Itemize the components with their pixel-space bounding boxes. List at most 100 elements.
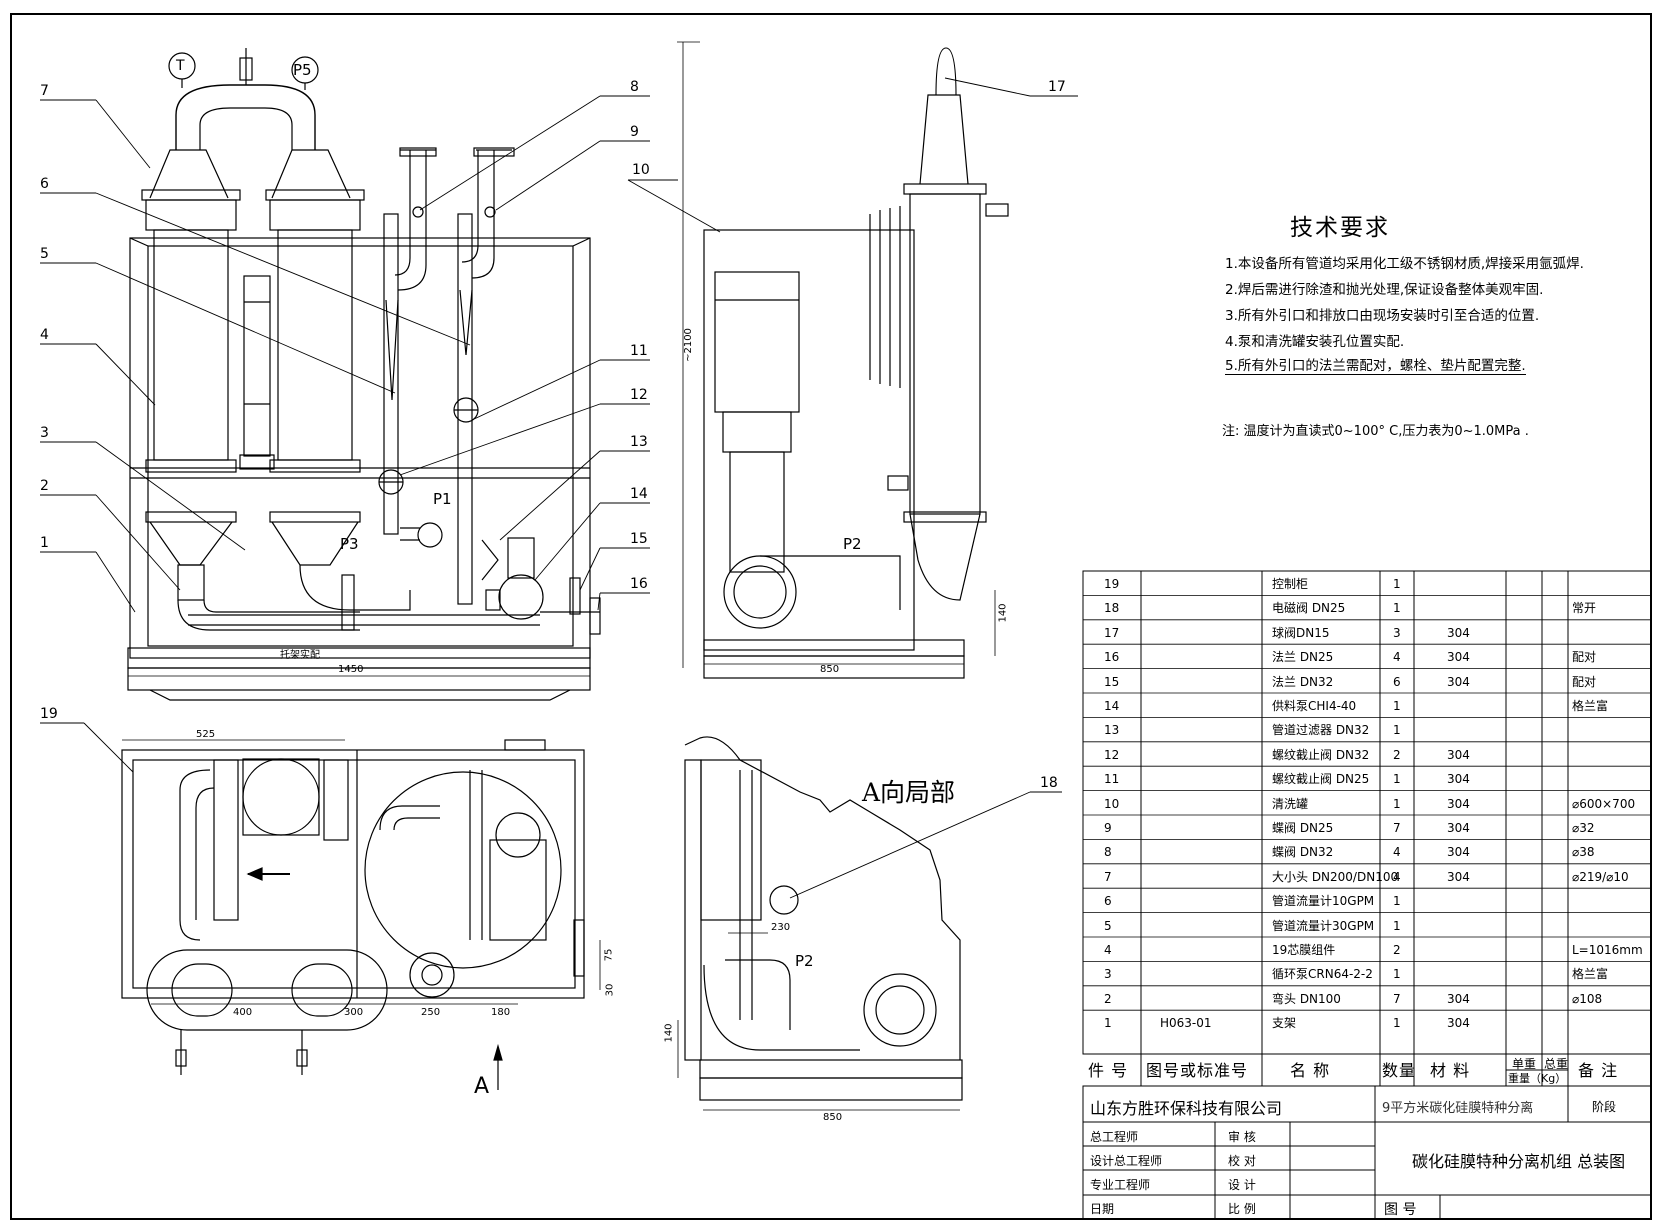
dim-plan-75: 75: [603, 948, 615, 962]
bom-no-cell: 9: [1104, 821, 1112, 835]
bom-std-cell: H063-01: [1160, 1016, 1212, 1031]
dim-side-width: 850: [820, 664, 840, 675]
tag-p2-detail: P2: [795, 952, 814, 970]
bom-mat-cell: 304: [1447, 625, 1470, 640]
bom-no-cell: 13: [1104, 723, 1120, 738]
tech-item-5: 5.所有外引口的法兰需配对，螺栓、垫片配置完整.: [1225, 354, 1526, 375]
bom-mat-cell: 304: [1447, 772, 1470, 787]
project-name: 9平方米碳化硅膜特种分离: [1382, 1101, 1534, 1116]
bom-mat-cell: 304: [1447, 845, 1470, 860]
dim-plan-30: 30: [604, 983, 616, 997]
bom-name-cell: 控制柜: [1272, 577, 1309, 591]
bom-name-cell: 法兰 DN25: [1272, 650, 1334, 665]
tag-p5: P5: [293, 61, 312, 79]
dim-detail-230: 230: [771, 922, 791, 933]
bom-remark-cell: ⌀108: [1572, 991, 1603, 1006]
role-engineer: 专业工程师: [1090, 1178, 1151, 1192]
bom-no-cell: 2: [1104, 991, 1112, 1006]
detail-view-title: A向局部: [862, 778, 956, 807]
bom-name-cell: 球阀DN15: [1272, 625, 1330, 640]
detail-view: [677, 736, 963, 1111]
callout-8: 8: [630, 79, 639, 95]
role-date: 日期: [1090, 1202, 1115, 1216]
action-check: 校 对: [1228, 1154, 1256, 1168]
bom-header-qty: 数量: [1382, 1061, 1417, 1080]
bom-qty-cell: 1: [1393, 601, 1401, 616]
bom-name-cell: 螺纹截止阀 DN25: [1272, 772, 1370, 787]
callout-15: 15: [630, 531, 648, 547]
bom-name-cell: 循环泵CRN64-2-2: [1272, 967, 1373, 982]
dim-height: ~2100: [682, 328, 694, 362]
callout-10: 10: [632, 162, 650, 178]
bom-no-cell: 12: [1104, 747, 1120, 762]
callout-18: 18: [1040, 775, 1058, 791]
drawing-title: 碳化硅膜特种分离机组 总装图: [1412, 1152, 1626, 1171]
bom-header-std: 图号或标准号: [1146, 1061, 1249, 1080]
bom-remark-cell: L=1016mm: [1572, 943, 1643, 957]
bom-no-cell: 10: [1104, 796, 1120, 811]
callout-3: 3: [40, 425, 49, 441]
bom-qty-cell: 3: [1393, 625, 1401, 640]
bom-qty-cell: 2: [1393, 943, 1401, 957]
bom-no-cell: 8: [1104, 845, 1112, 860]
callout-9: 9: [630, 124, 639, 140]
bom-qty-cell: 1: [1393, 1016, 1401, 1031]
side-view: [703, 47, 1009, 679]
bom-remark-cell: ⌀219/⌀10: [1572, 869, 1629, 884]
bom-qty-cell: 2: [1393, 747, 1401, 762]
dim-side-base: 140: [997, 603, 1009, 623]
bom-name-cell: 供料泵CHI4-40: [1272, 699, 1357, 713]
arrow-a-label: A: [474, 1074, 490, 1099]
tech-item-4: 4.泵和清洗罐安装孔位置实配.: [1225, 334, 1405, 350]
dim-plan-180: 180: [491, 1007, 511, 1018]
bom-header-unit-weight: 单重: [1512, 1057, 1537, 1071]
action-design: 设 计: [1228, 1178, 1256, 1192]
action-review: 审 核: [1228, 1130, 1256, 1144]
bom-no-cell: 5: [1104, 918, 1112, 933]
drawing-no-label: 图 号: [1384, 1202, 1417, 1218]
bom-qty-cell: 1: [1393, 894, 1401, 909]
bom-no-cell: 16: [1104, 650, 1120, 665]
bom-grid: [1082, 570, 1652, 1087]
bom-no-cell: 1: [1104, 1016, 1112, 1031]
front-view: [127, 41, 700, 701]
dim-plan-400: 400: [233, 1007, 253, 1018]
bom-name-cell: 蝶阀 DN32: [1272, 845, 1334, 860]
bom-name-cell: 大小头 DN200/DN100: [1272, 869, 1399, 884]
bom-name-cell: 19芯膜组件: [1272, 943, 1336, 957]
bom-mat-cell: 304: [1447, 747, 1470, 762]
callout-6: 6: [40, 176, 49, 192]
bom-qty-cell: 1: [1393, 577, 1401, 591]
bom-no-cell: 14: [1104, 699, 1120, 713]
bom-name-cell: 支架: [1272, 1016, 1297, 1031]
bom-header-remark: 备 注: [1578, 1061, 1619, 1080]
dim-detail-850: 850: [823, 1112, 843, 1123]
callout-16: 16: [630, 576, 648, 592]
action-scale: 比 例: [1228, 1202, 1256, 1216]
bom-remark-cell: ⌀32: [1572, 821, 1595, 835]
bom-qty-cell: 1: [1393, 967, 1401, 982]
bom-remark-cell: ⌀600×700: [1572, 796, 1636, 811]
tag-temperature: T: [176, 58, 185, 74]
tag-p3: P3: [340, 535, 359, 553]
dim-detail-140: 140: [663, 1023, 675, 1043]
bom-name-cell: 螺纹截止阀 DN32: [1272, 747, 1370, 762]
bom-qty-cell: 7: [1393, 821, 1401, 835]
callout-17: 17: [1048, 79, 1066, 95]
bom-header-weight: 重量（Kg）: [1508, 1072, 1567, 1085]
drawing-border: [10, 13, 1652, 1220]
bom-remark-cell: 常开: [1572, 601, 1597, 616]
tech-note: 注: 温度计为直读式0~100° C,压力表为0~1.0MPa .: [1222, 424, 1529, 439]
bom-name-cell: 蝶阀 DN25: [1272, 821, 1334, 835]
bom-name-cell: 法兰 DN32: [1272, 674, 1334, 689]
bom-no-cell: 4: [1104, 943, 1112, 957]
bom-qty-cell: 6: [1393, 674, 1401, 689]
tech-requirements-title: 技术要求: [1290, 215, 1390, 241]
bom-name-cell: 弯头 DN100: [1272, 991, 1341, 1006]
bom-header-no: 件 号: [1088, 1061, 1129, 1080]
callout-1: 1: [40, 535, 49, 551]
bom-name-cell: 管道过滤器 DN32: [1272, 723, 1370, 738]
role-design-chief: 设计总工程师: [1090, 1154, 1163, 1168]
bom-no-cell: 11: [1104, 772, 1120, 787]
